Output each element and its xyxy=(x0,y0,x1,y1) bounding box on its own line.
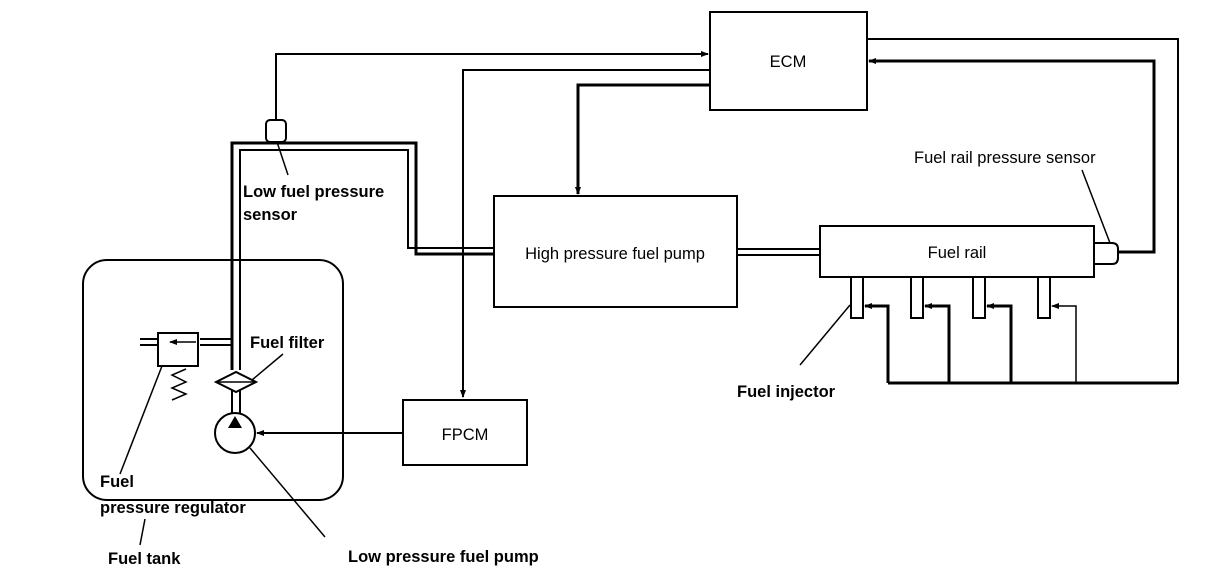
ecm-to-hp-pump-line xyxy=(575,83,710,195)
rail-sensor-signal-line xyxy=(868,58,1156,254)
fuel-injector xyxy=(910,276,924,319)
injector-drive-line xyxy=(924,303,951,383)
low-pressure-fuel-pump xyxy=(214,412,256,454)
leader-lp-pump xyxy=(249,447,326,538)
fuel-rail-box xyxy=(819,225,1095,278)
ecm-to-injectors-line xyxy=(867,38,1179,384)
low-fuel-pressure-sensor-label-2: sensor xyxy=(243,206,298,224)
regulator-branch-line xyxy=(140,338,232,346)
fuel-injector xyxy=(850,276,864,319)
fuel-pressure-regulator-label-1: Fuel xyxy=(100,473,134,491)
injector-drive-line xyxy=(864,303,890,383)
leader-rail-sensor xyxy=(1081,169,1111,244)
fuel-pressure-regulator xyxy=(157,332,199,367)
fuel-pressure-regulator-label-2: pressure regulator xyxy=(100,499,246,517)
fuel-injectors xyxy=(850,276,1077,383)
fpcm-label: FPCM xyxy=(442,426,489,444)
injector-drive-line xyxy=(986,303,1013,383)
leader-regulator xyxy=(119,365,163,475)
ecm-to-fpcm-line xyxy=(460,69,710,398)
injector-drive-line xyxy=(1051,303,1077,383)
leader-lines xyxy=(119,141,1111,546)
fuel-rail-label: Fuel rail xyxy=(928,244,987,262)
low-pressure-fuel-line xyxy=(230,141,494,370)
leader-fuel-filter xyxy=(251,353,284,381)
fuel-tank xyxy=(82,259,344,501)
leader-fuel-tank xyxy=(139,518,146,546)
ecm-box xyxy=(709,11,868,111)
low-fuel-pressure-sensor-label-1: Low fuel pressure xyxy=(243,183,384,201)
low-sensor-signal-line xyxy=(275,51,709,120)
regulator-spring xyxy=(170,368,188,401)
ecm-label: ECM xyxy=(770,53,807,71)
high-pressure-fuel-line xyxy=(737,248,820,256)
leader-fuel-injector xyxy=(799,304,851,366)
fuel-rail-pressure-sensor xyxy=(1093,242,1119,265)
fuel-tank-label: Fuel tank xyxy=(108,550,181,568)
fuel-injector xyxy=(1037,276,1051,319)
fuel-injector xyxy=(972,276,986,319)
high-pressure-fuel-pump-box xyxy=(493,195,738,308)
pump-triangle-icon xyxy=(228,416,242,428)
low-pressure-fuel-pump-label: Low pressure fuel pump xyxy=(348,548,539,566)
fuel-rail-pressure-sensor-label: Fuel rail pressure sensor xyxy=(914,149,1096,167)
low-fuel-pressure-sensor xyxy=(265,119,287,143)
high-pressure-fuel-pump-label: High pressure fuel pump xyxy=(525,245,705,263)
fuel-filter-label: Fuel filter xyxy=(250,334,325,352)
fuel-injector-label: Fuel injector xyxy=(737,383,836,401)
leader-low-sensor xyxy=(276,141,289,176)
